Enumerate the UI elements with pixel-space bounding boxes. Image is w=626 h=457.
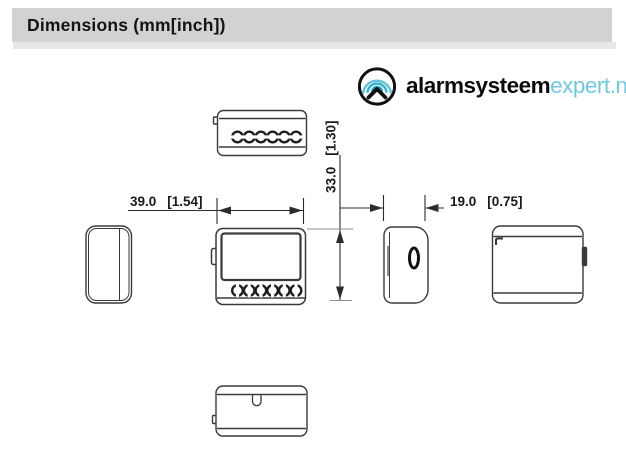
height-dimension: 33.0[1.30] bbox=[307, 120, 353, 302]
front-view-drawing bbox=[210, 227, 307, 306]
back-tab bbox=[581, 246, 588, 267]
page-title: Dimensions (mm[inch]) bbox=[27, 14, 226, 35]
keyhole-slot bbox=[251, 394, 262, 407]
width-dimension-label: 39.0[1.54] bbox=[130, 194, 203, 209]
depth-dimension-label: 19.0[0.75] bbox=[450, 194, 523, 209]
button-opening bbox=[408, 246, 420, 270]
back-view-drawing bbox=[491, 225, 588, 304]
terminal-screws-front bbox=[230, 283, 303, 298]
corner-mark bbox=[495, 237, 503, 245]
brand-name-accent: expert.nl bbox=[550, 73, 626, 98]
header-bar: Dimensions (mm[inch]) bbox=[12, 8, 612, 42]
bottom-view-drawing bbox=[211, 385, 308, 437]
brand-name: alarmsysteemexpert.nl bbox=[406, 73, 626, 99]
top-view-drawing bbox=[212, 109, 308, 157]
brand-logo: alarmsysteemexpert.nl bbox=[355, 63, 626, 109]
wifi-ripples-chevron-icon bbox=[357, 67, 397, 106]
left-side-view-drawing bbox=[85, 225, 133, 304]
depth-dimension: 19.0[0.75] bbox=[340, 194, 523, 221]
width-dimension: 39.0[1.54] bbox=[128, 194, 305, 224]
right-side-view-drawing bbox=[383, 226, 429, 304]
header-strip bbox=[13, 42, 616, 49]
brand-name-bold: alarmsysteem bbox=[406, 73, 551, 98]
height-dimension-label: 33.0[1.30] bbox=[324, 120, 339, 193]
terminal-screws-top bbox=[230, 130, 303, 144]
